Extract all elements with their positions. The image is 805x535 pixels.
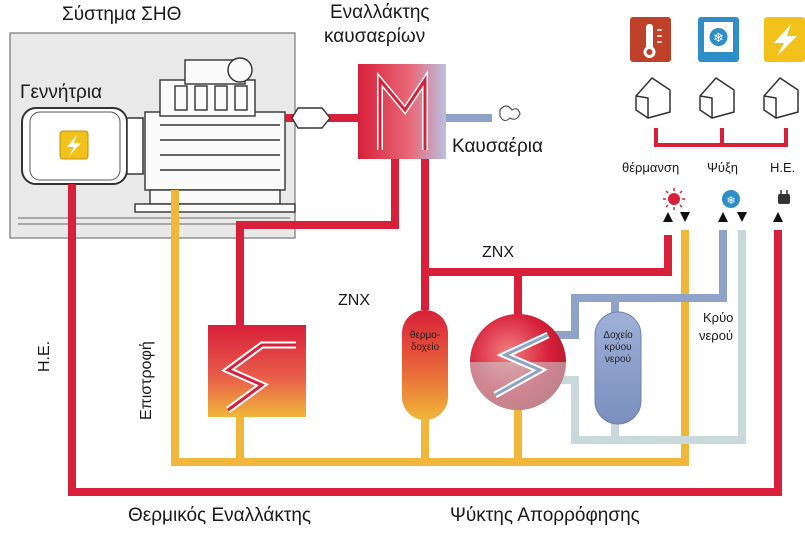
- exhaust-exchanger-label-line1: Εναλλάκτης: [330, 2, 430, 23]
- engine: [134, 57, 296, 213]
- return-label: Επιστροφή: [138, 341, 155, 420]
- flow-arrows: [663, 212, 783, 222]
- chp-system-label: Σύστημα ΣΗΘ: [62, 4, 182, 25]
- exhaust-cloud-icon: [499, 105, 521, 122]
- consumer-bracket: [654, 128, 788, 147]
- thermal-tank-label-line1: θερμο-: [409, 330, 441, 341]
- absorption-chiller-label: Ψύκτης Απορρόφησης: [450, 505, 640, 526]
- house-icon: [635, 77, 671, 119]
- exhaust-gases-label: Καυσαέρια: [452, 136, 544, 157]
- house-icon: [763, 77, 799, 119]
- heat-exchanger-label: Θερμικός Εναλλάκτης: [128, 505, 312, 526]
- exhaust-exchanger: [358, 64, 446, 159]
- cold-tank-label-line3: νερού: [604, 354, 632, 365]
- exhaust-exchanger-label-line2: καυσαερίων: [324, 26, 426, 47]
- cold-water-tank: [594, 311, 642, 425]
- lightning-icon: [59, 130, 89, 160]
- cold-tank-label-line1: Δοχείο: [603, 330, 633, 341]
- heating-label: θέρμανση: [622, 160, 680, 175]
- house-icon: [699, 77, 735, 119]
- thermal-tank-label-line2: δοχείο: [410, 342, 440, 353]
- absorption-chiller: [470, 314, 566, 410]
- cold-water-pipes: [548, 230, 727, 339]
- heat-exchanger: [208, 325, 306, 417]
- electricity-left-label: Η.Ε.: [36, 340, 53, 372]
- return-pipes: [171, 190, 689, 466]
- generator-label: Γεννήτρια: [20, 82, 103, 103]
- thermometer-icon: [630, 17, 671, 62]
- lightning-icon: [764, 17, 805, 62]
- engine-exhaust-connector: [291, 107, 331, 129]
- snowflake-icon: ❄: [698, 17, 739, 62]
- cooling-label: Ψύξη: [707, 160, 739, 175]
- sun-icon: [663, 188, 685, 210]
- electricity-label: Η.Ε.: [770, 160, 796, 175]
- thermal-tank: [402, 310, 448, 420]
- hot-water-label-left: ΖΝΧ: [338, 292, 370, 309]
- plug-icon: [778, 190, 790, 204]
- snowflake-icon: ❄: [722, 190, 740, 208]
- cold-water-label-line2: νερού: [699, 328, 734, 343]
- cold-water-label-line1: Κρύο: [703, 310, 734, 325]
- svg-text:❄: ❄: [726, 194, 735, 207]
- cold-tank-label-line2: κρύου: [604, 342, 632, 353]
- svg-text:❄: ❄: [713, 31, 724, 46]
- hot-water-label-top: ΖΝΧ: [482, 244, 514, 261]
